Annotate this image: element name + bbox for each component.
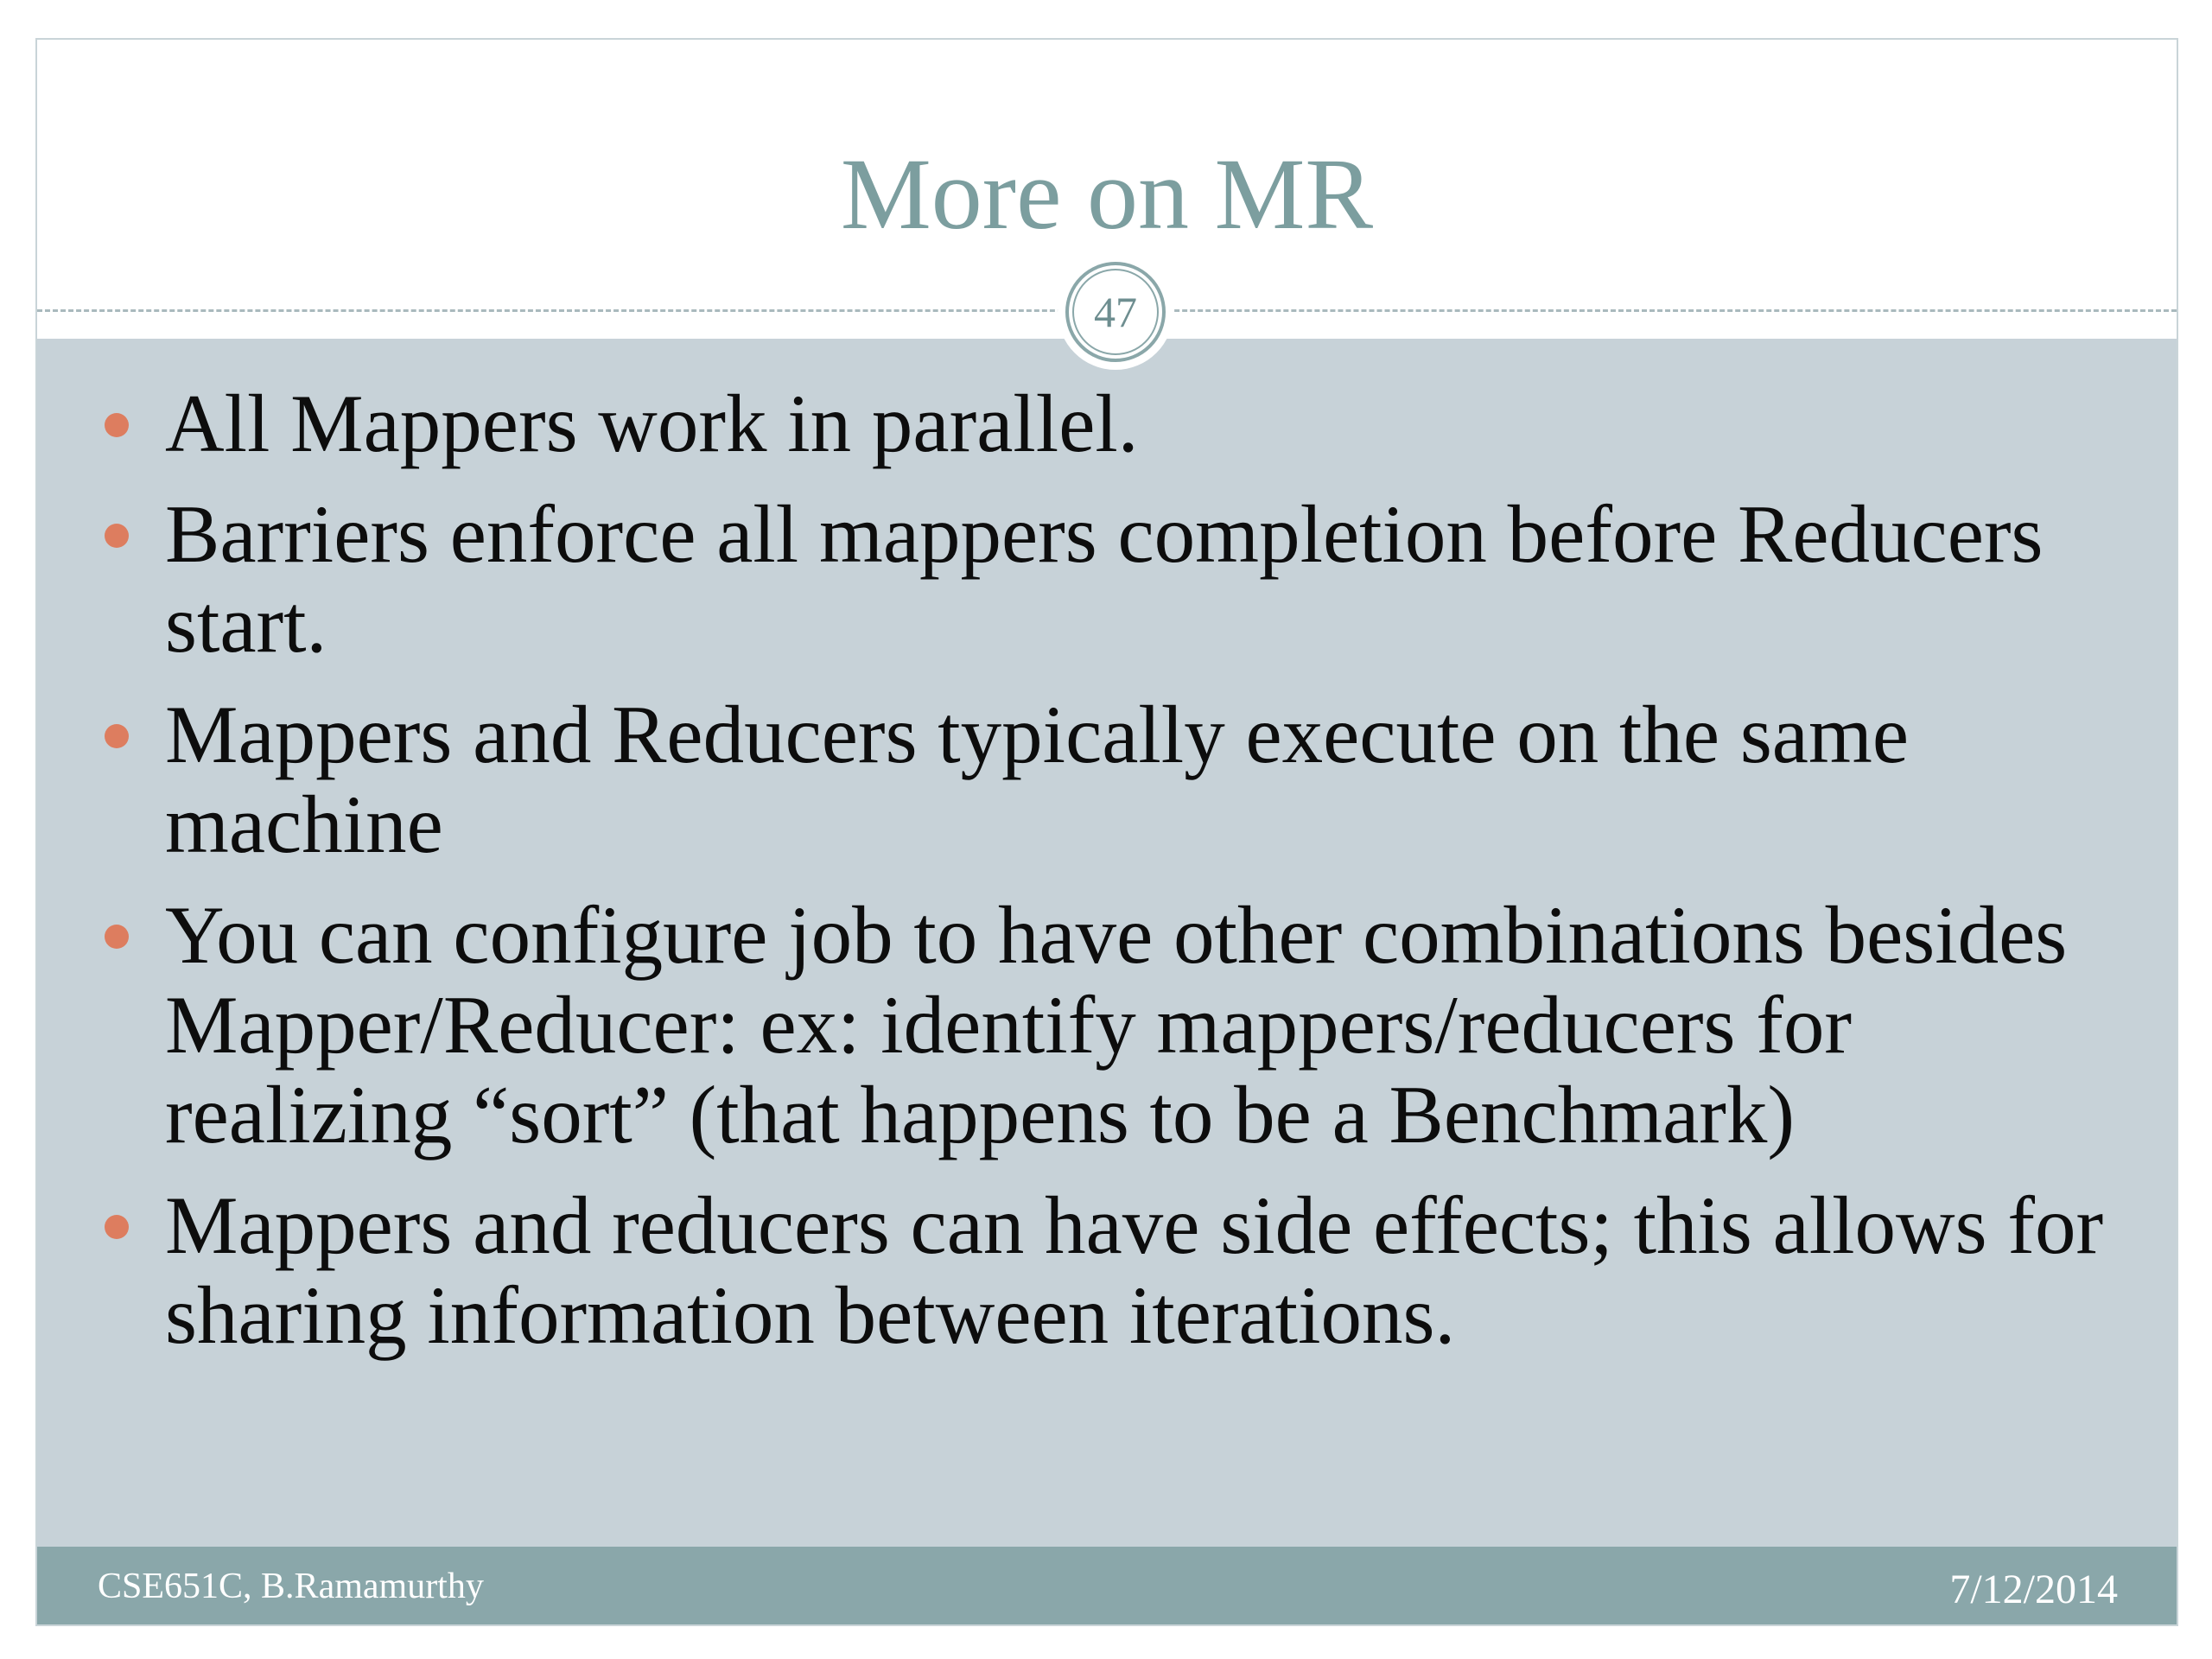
bullet-item: Mappers and reducers can have side effec… <box>37 1180 2177 1360</box>
slide-number-ring: 47 <box>1065 262 1166 362</box>
bullet-dot-icon <box>105 413 129 437</box>
bullet-text: You can configure job to have other comb… <box>165 889 2068 1160</box>
bullet-item: You can configure job to have other comb… <box>37 890 2177 1160</box>
slide-footer: CSE651C, B.Ramamurthy 7/12/2014 <box>37 1547 2177 1624</box>
slide-title: More on MR <box>840 137 1374 251</box>
slide-number-badge: 47 <box>1058 254 1173 370</box>
bullet-dot-icon <box>105 925 129 949</box>
footer-date: 7/12/2014 <box>1949 1567 2118 1612</box>
bullet-dot-icon <box>105 724 129 748</box>
bullet-dot-icon <box>105 524 129 548</box>
bullet-text: Barriers enforce all mappers completion … <box>165 488 2044 670</box>
slide-number: 47 <box>1072 269 1159 355</box>
slide: More on MR 47 All Mappers work in parall… <box>35 38 2178 1626</box>
slide-body: All Mappers work in parallel. Barriers e… <box>37 378 2177 1381</box>
bullet-dot-icon <box>105 1215 129 1239</box>
bullet-item: Mappers and Reducers typically execute o… <box>37 690 2177 869</box>
bullet-item: All Mappers work in parallel. <box>37 378 2177 468</box>
bullet-text: All Mappers work in parallel. <box>165 378 1139 469</box>
bullet-item: Barriers enforce all mappers completion … <box>37 489 2177 669</box>
bullet-text: Mappers and Reducers typically execute o… <box>165 689 1910 870</box>
bullet-text: Mappers and reducers can have side effec… <box>165 1179 2104 1361</box>
footer-author: CSE651C, B.Ramamurthy <box>98 1567 484 1606</box>
bullet-list: All Mappers work in parallel. Barriers e… <box>37 378 2177 1360</box>
